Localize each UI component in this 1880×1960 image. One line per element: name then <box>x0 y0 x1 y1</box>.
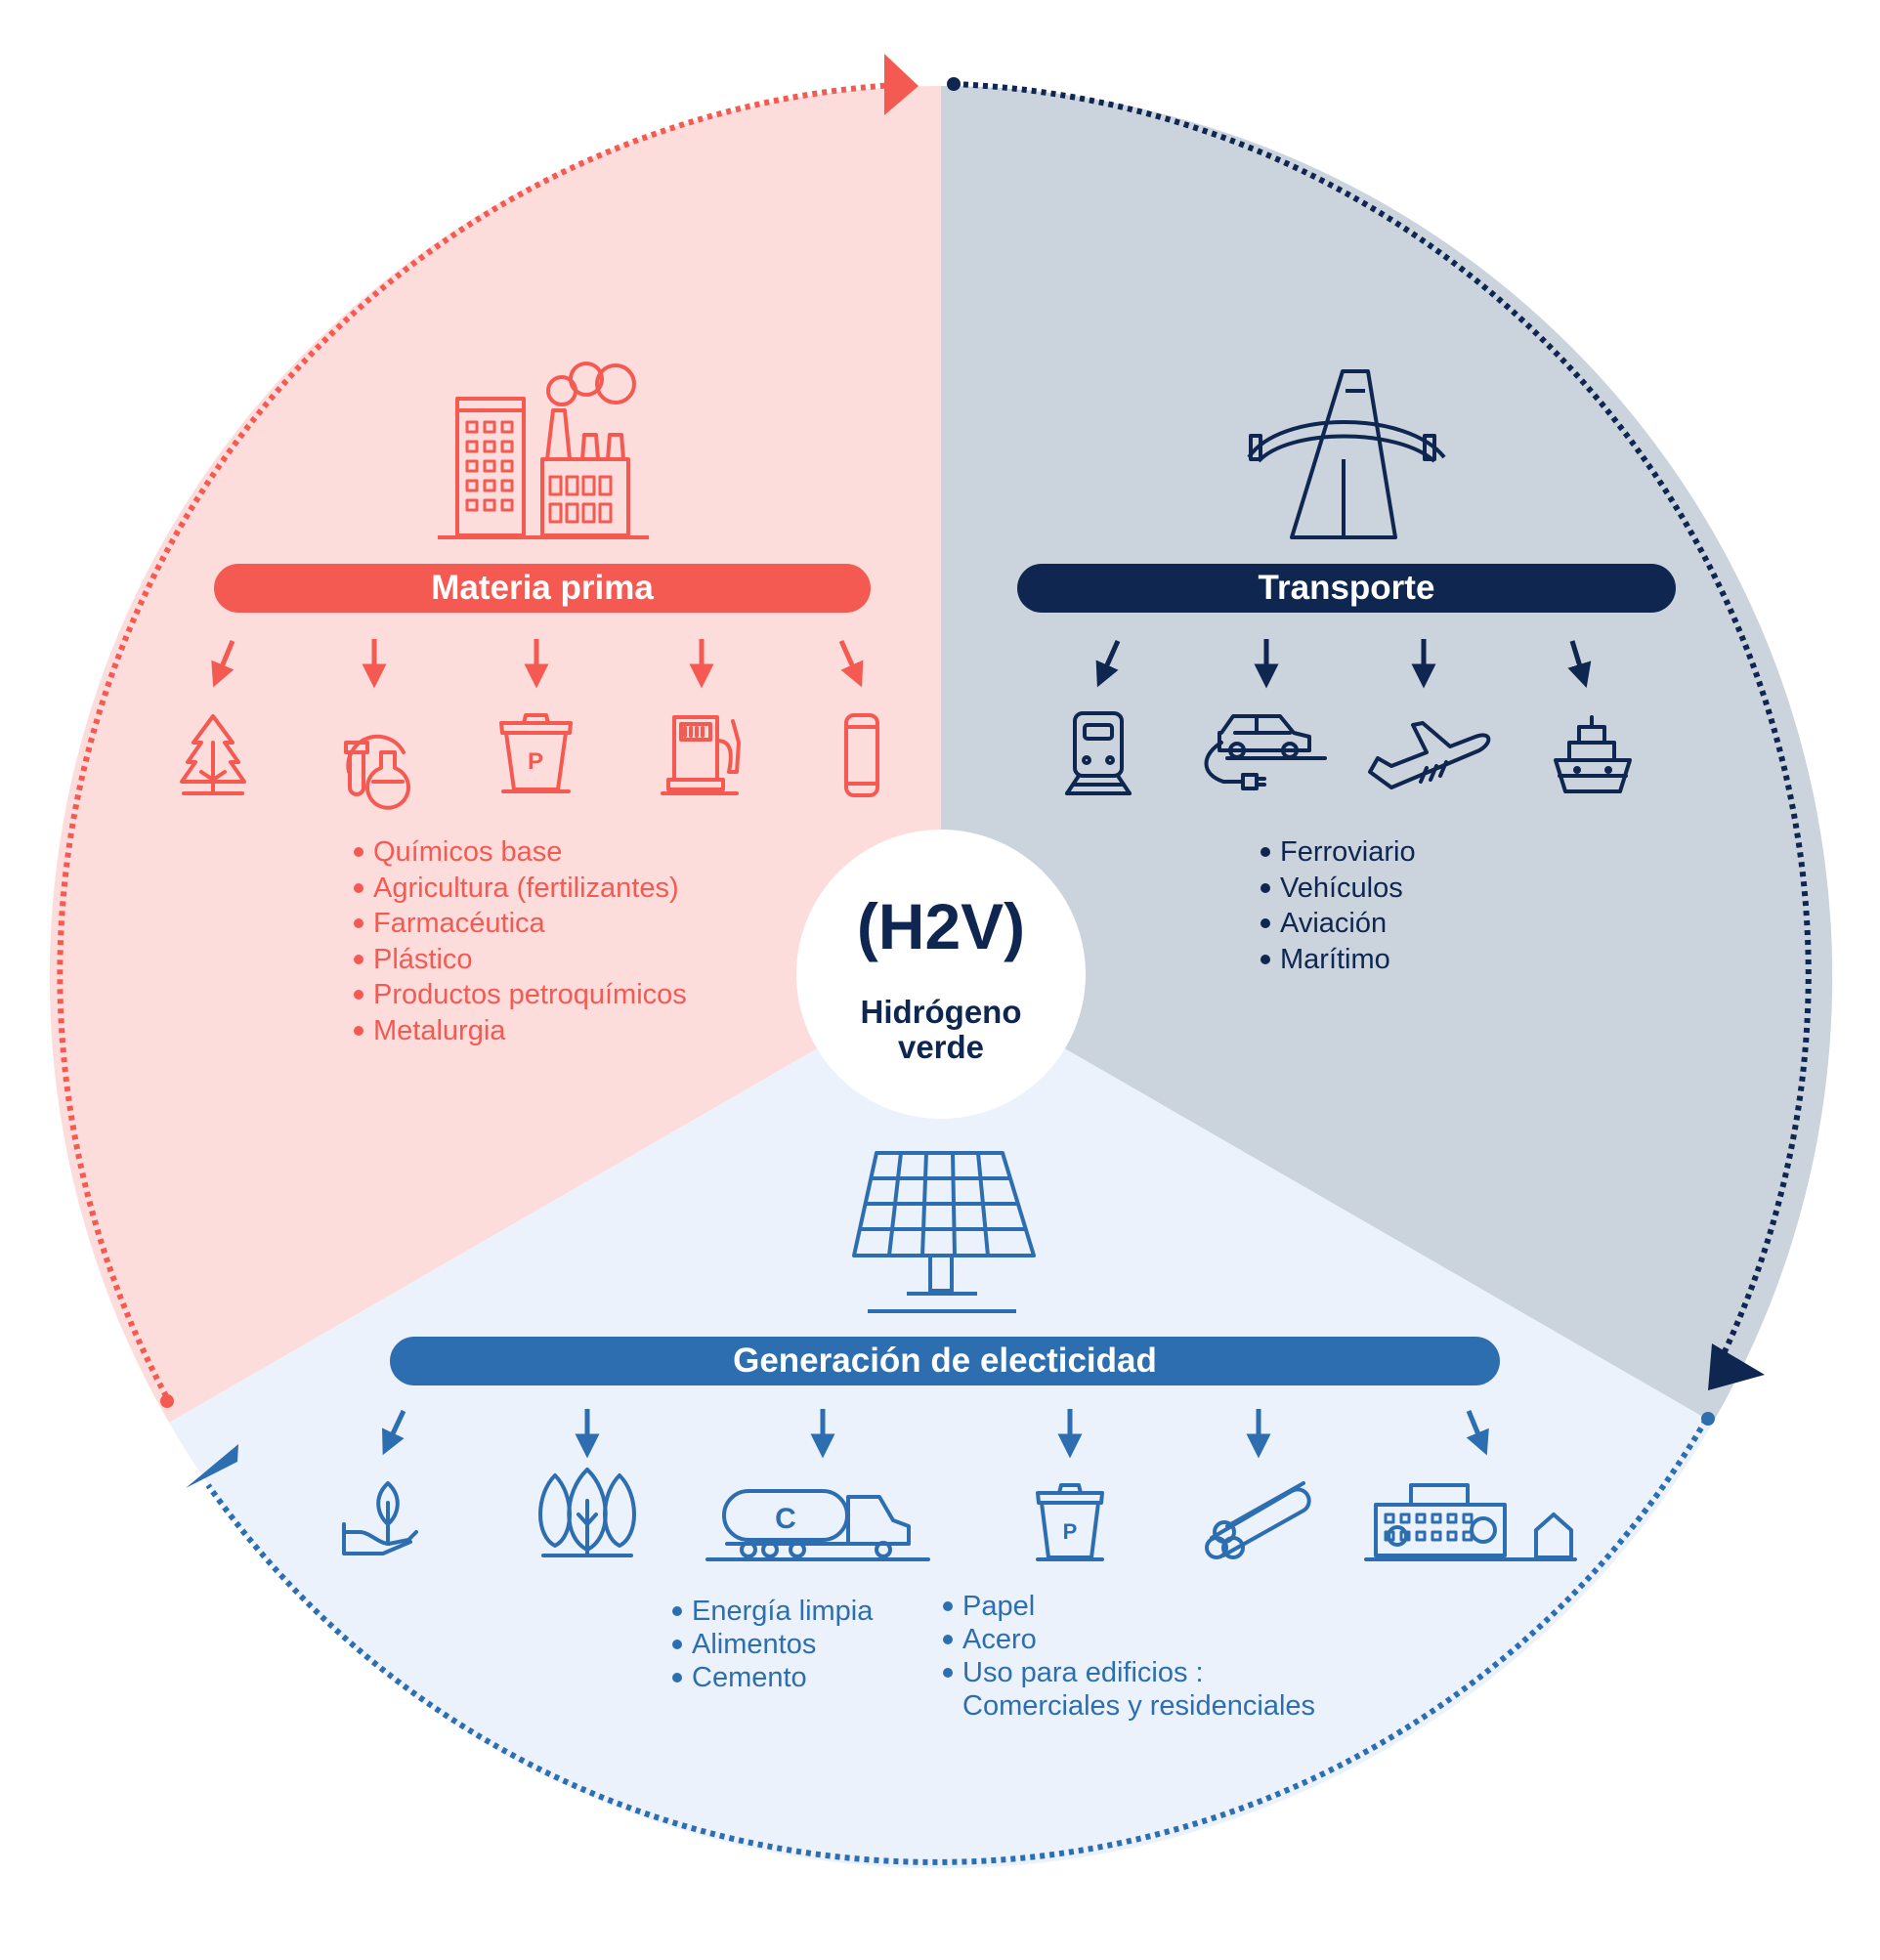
section-label-materia-prima: Materia prima <box>214 564 871 613</box>
arrow-1 <box>1095 639 1121 688</box>
list-item: Aviación <box>1259 906 1416 942</box>
tanker-truck-icon: C <box>705 1489 930 1561</box>
list-item: Metalurgia <box>352 1013 687 1049</box>
arc-generacion <box>205 1418 1709 1865</box>
list-item: Vehículos <box>1259 871 1416 907</box>
arc-arrowhead-navy <box>1708 1343 1765 1390</box>
arrow-5 <box>838 639 864 688</box>
list-item: Marítimo <box>1259 942 1416 978</box>
sector-generacion <box>169 977 1713 1869</box>
arrows-materia-prima <box>211 639 864 689</box>
list-item: Farmacéutica <box>352 906 687 942</box>
list-item: Comerciales y residenciales <box>962 1690 1316 1722</box>
arrows-generacion <box>382 1409 1489 1459</box>
arrow-1 <box>382 1409 406 1456</box>
arrows-transporte <box>1095 639 1592 689</box>
list-item: Agricultura (fertilizantes) <box>352 871 687 907</box>
train-icon <box>1065 711 1132 795</box>
recycle-bin-icon: P <box>499 713 573 793</box>
sector-materia-prima <box>49 85 941 1423</box>
list-item: Ferroviario <box>1259 834 1416 871</box>
list-item: Acero <box>941 1623 1315 1656</box>
arrow-6 <box>1466 1410 1489 1456</box>
list-item: Plástico <box>352 942 687 978</box>
list-item: Papel <box>941 1590 1315 1623</box>
arc-arrowhead-blue <box>186 1444 238 1488</box>
center-title: (H2V) <box>856 890 1026 962</box>
highway-bridge-icon <box>1247 369 1446 539</box>
lab-flask-icon <box>344 734 410 810</box>
solar-panel-icon <box>852 1151 1036 1313</box>
list-item: Químicos base <box>352 834 687 871</box>
recycle-bin-icon: P <box>1036 1483 1104 1561</box>
arrow-4 <box>1567 640 1592 688</box>
buildings-icon <box>1364 1483 1577 1561</box>
arc-dot-navy <box>947 77 961 91</box>
arc-dot-red <box>160 1394 174 1408</box>
plant-hand-icon <box>342 1481 418 1555</box>
section-label-transporte: Transporte <box>1017 564 1676 613</box>
arc-transporte <box>953 81 1812 1368</box>
arrow-1 <box>211 640 235 688</box>
section-label-generacion: Generación de electicidad <box>390 1337 1500 1385</box>
sector-transporte <box>941 85 1833 1423</box>
airplane-icon <box>1368 721 1491 789</box>
arc-dot-blue <box>1701 1412 1715 1426</box>
can-icon <box>844 713 879 797</box>
svg-text:P: P <box>528 748 543 775</box>
list-item: Productos petroquímicos <box>352 977 687 1013</box>
list-item: Alimentos <box>670 1628 873 1661</box>
ship-icon <box>1554 715 1632 793</box>
steel-pipes-icon <box>1205 1481 1311 1559</box>
svg-text:C: C <box>775 1503 796 1535</box>
svg-text:P: P <box>1063 1519 1078 1544</box>
list-item: Uso para edificios : <box>941 1656 1315 1689</box>
arc-materia-prima <box>57 82 895 1407</box>
list-item: Cemento <box>670 1661 873 1694</box>
list-item: Energía limpia <box>670 1595 873 1628</box>
forest-icon <box>538 1468 636 1557</box>
arc-arrowhead-red <box>884 54 919 115</box>
tree-icon <box>180 714 246 795</box>
factory-icon <box>438 362 649 539</box>
fuel-pump-icon <box>661 715 741 795</box>
electric-car-icon <box>1204 714 1327 790</box>
center-circle <box>796 830 1086 1119</box>
